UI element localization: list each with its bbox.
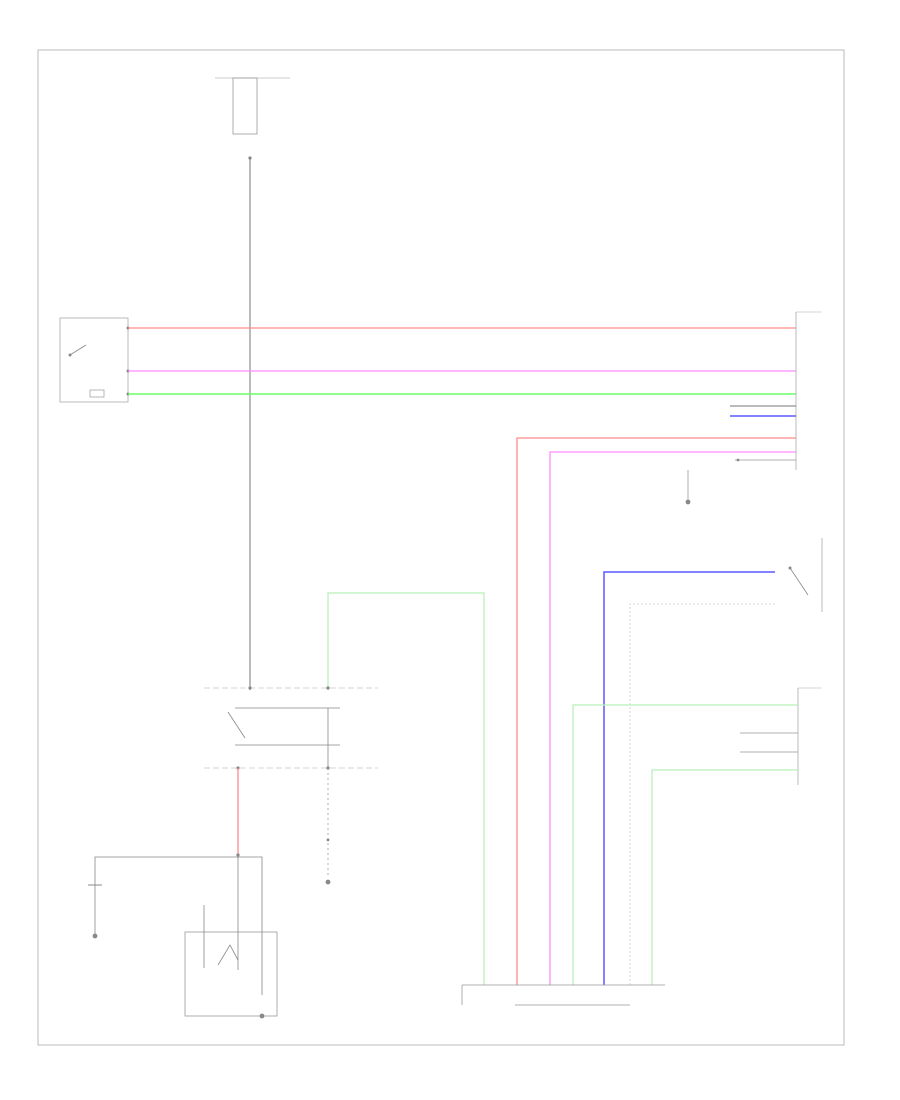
engine-switch-contact (69, 344, 87, 356)
relay-node-1 (248, 686, 252, 690)
wire-lightgreen-relay-to-ecm (327, 592, 485, 985)
wire-pink-to-ecm (549, 451, 796, 985)
diagram-border (37, 49, 845, 1046)
fuse-box-outline (232, 77, 258, 135)
starter-switch (217, 944, 239, 966)
relay-ground-connector (326, 838, 330, 842)
starter (184, 853, 278, 1019)
battery (88, 856, 263, 995)
engine-switch (59, 317, 130, 403)
starter-ground (259, 1013, 265, 1019)
ground-symbol-ecu (685, 458, 740, 505)
wire-gray-dotted (629, 603, 775, 985)
relay-node-2 (326, 686, 330, 690)
engine-room-relay (204, 686, 378, 770)
wire-blue-to-ecm (603, 571, 775, 985)
starter-outline (184, 931, 278, 1017)
switch-pivot (788, 566, 792, 570)
starter-node (236, 853, 240, 857)
battery-ground (92, 933, 98, 939)
engine-switch-pivot (68, 353, 72, 357)
engine-control-module (572, 687, 822, 985)
wire-lightgreen-module-1 (572, 704, 798, 985)
switch-blade (789, 567, 809, 596)
wire-red-to-ecm (516, 437, 796, 985)
engine-switch-outline (59, 317, 129, 403)
ecm-connector (461, 984, 665, 1006)
ground-node (685, 499, 691, 505)
ground-symbol-relay (325, 879, 331, 885)
battery-positive-lead (94, 856, 263, 995)
stop-light-switch (788, 538, 823, 612)
engine-switch-indicator (89, 389, 105, 398)
fuse-block (215, 77, 290, 160)
main-body-ecu (730, 311, 822, 470)
wire-lightgreen-module-2 (651, 769, 798, 985)
relay-contact (227, 711, 246, 739)
ground-connector (736, 458, 740, 462)
